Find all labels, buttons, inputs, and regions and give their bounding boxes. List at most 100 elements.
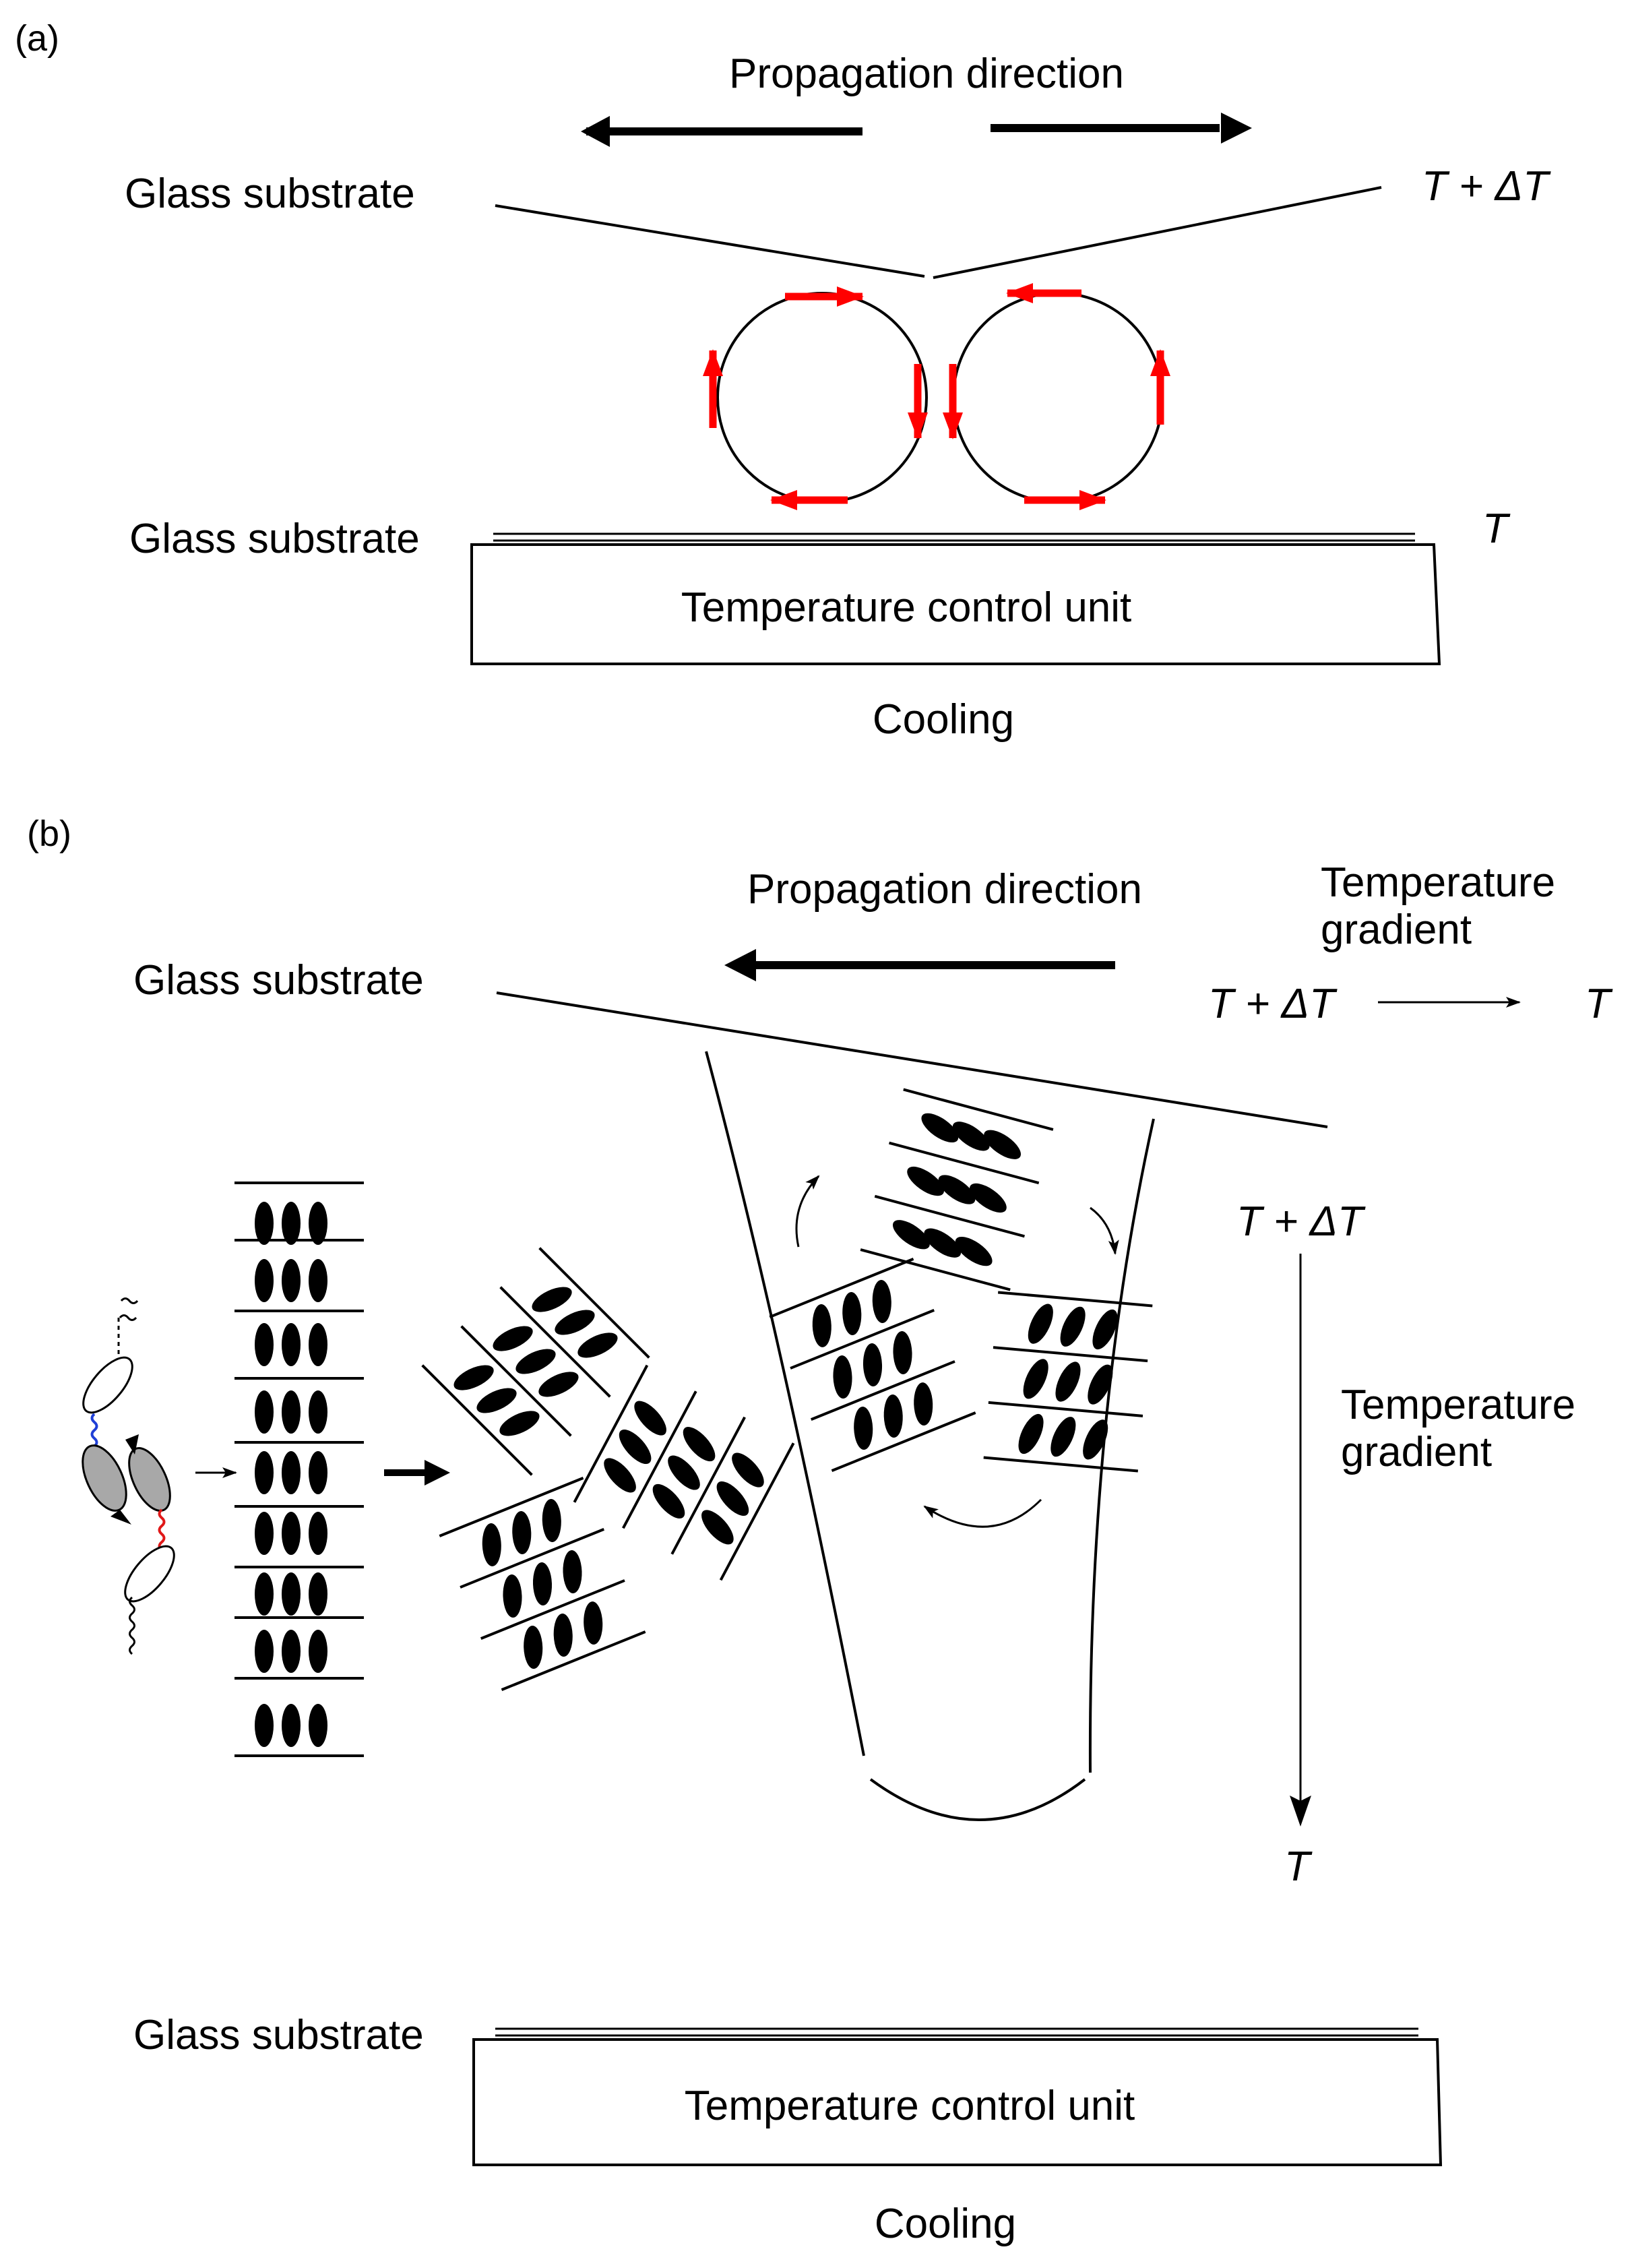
u-channel: [705, 1051, 1155, 1821]
molecule: [893, 1331, 912, 1375]
panel-b-gradient-side-arrow-head: [1290, 1796, 1311, 1827]
red-linker: [158, 1508, 166, 1552]
molecule: [282, 1390, 301, 1434]
domain-layer-line: [538, 1247, 650, 1359]
molecule: [1083, 1419, 1108, 1460]
domain-layer-line: [810, 1360, 955, 1421]
domain-layer-line: [670, 1416, 746, 1555]
molecule: [1050, 1417, 1076, 1457]
panel-b-temperature-control-unit: [472, 2038, 1443, 2166]
molecule: [652, 1483, 685, 1519]
domain-layer-line: [988, 1401, 1143, 1417]
panel-a-temp-top: T + ΔT: [1422, 163, 1551, 210]
molecule: [309, 1572, 327, 1616]
smectic-domain: [860, 1088, 1054, 1291]
u-channel-bottom: [869, 1778, 1086, 1821]
molecule: [282, 1323, 301, 1366]
molecule: [453, 1365, 494, 1390]
molecule: [1060, 1306, 1086, 1347]
smectic-domains: [421, 1088, 1153, 1691]
panel-a-propagation-arrows: [581, 113, 1252, 147]
molecule: [892, 1220, 930, 1250]
mesogen-upper: [82, 1356, 133, 1414]
convection-roll-right: [952, 292, 1164, 503]
molecule: [1055, 1361, 1081, 1402]
domain-layer-line: [983, 1456, 1139, 1473]
panel-a-temperature-control-unit: [470, 543, 1441, 665]
panel-b-cooling-label: Cooling: [875, 2201, 1016, 2247]
molecule: [309, 1323, 327, 1366]
molecule: [309, 1202, 327, 1245]
domain-layer-line: [573, 1364, 649, 1503]
molecule: [282, 1259, 301, 1302]
molecule: [255, 1390, 274, 1434]
molecule: [282, 1630, 301, 1673]
molecule: [683, 1427, 716, 1462]
molecule: [833, 1355, 852, 1399]
molecule: [282, 1451, 301, 1494]
molecule: [1088, 1364, 1113, 1405]
molecule: [1023, 1359, 1048, 1399]
molecule: [309, 1451, 327, 1494]
molecule: [282, 1202, 301, 1245]
panel-a-control-unit-label: Temperature control unit: [681, 584, 1132, 631]
molecule: [1092, 1309, 1118, 1350]
molecule: [732, 1452, 764, 1488]
molecule: [668, 1455, 700, 1490]
domain-layer-line: [421, 1364, 533, 1476]
molecule: [1018, 1413, 1044, 1454]
molecule: [716, 1481, 749, 1516]
panel-a-propagation-label: Propagation direction: [729, 51, 1124, 97]
alkyl-tail: [119, 1297, 139, 1321]
arrow-right-head: [1221, 113, 1252, 144]
molecule: [493, 1326, 533, 1351]
molecule: [282, 1512, 301, 1555]
panel-b-gradient-side-line1: Temperature: [1341, 1382, 1575, 1428]
molecule: [701, 1510, 734, 1545]
panel-b-control-unit-label: Temperature control unit: [685, 2083, 1135, 2129]
molecule: [604, 1458, 636, 1493]
molecule: [255, 1323, 274, 1366]
domain-layer-line: [439, 1477, 584, 1537]
flow-arrows: [703, 283, 1170, 510]
molecule: [503, 1574, 522, 1618]
molecule: [634, 1401, 666, 1436]
molecule: [577, 1332, 618, 1358]
rotation-arrow-bottom: [923, 1498, 1042, 1528]
domain-layer-line: [790, 1309, 935, 1370]
core-left-tip: [111, 1510, 131, 1525]
molecule: [563, 1550, 582, 1594]
molecule: [532, 1562, 553, 1605]
molecule: [921, 1113, 959, 1143]
panel-a-cooling-label: Cooling: [873, 696, 1014, 743]
molecule: [984, 1130, 1022, 1159]
smectic-domain: [983, 1291, 1153, 1473]
molecule: [862, 1343, 883, 1386]
molecule: [309, 1630, 327, 1673]
mesogen-lower: [124, 1545, 175, 1603]
molecule: [812, 1304, 831, 1347]
panel-a-glass-top-label: Glass substrate: [125, 171, 415, 217]
molecule: [309, 1512, 327, 1555]
molecule: [255, 1704, 274, 1747]
domain-layer-line: [997, 1291, 1153, 1308]
rotation-arrow-upper-right: [1090, 1206, 1119, 1255]
molecule: [842, 1291, 862, 1335]
molecule: [499, 1411, 540, 1436]
core-left: [82, 1444, 127, 1512]
molecule: [309, 1259, 327, 1302]
domain-layer-line: [903, 1088, 1054, 1131]
smectic-domain: [439, 1477, 646, 1691]
molecule: [255, 1512, 274, 1555]
molecule: [955, 1236, 993, 1266]
molecule: [309, 1704, 327, 1747]
molecule: [914, 1382, 933, 1426]
molecule: [619, 1429, 652, 1465]
molecule: [255, 1202, 274, 1245]
molecule: [255, 1259, 274, 1302]
glass-top-right-plate: [933, 186, 1382, 279]
molecule: [555, 1310, 595, 1335]
smectic-domain: [573, 1364, 795, 1581]
panel-a-temp-bottom: T: [1482, 505, 1511, 552]
molecule: [584, 1601, 603, 1645]
